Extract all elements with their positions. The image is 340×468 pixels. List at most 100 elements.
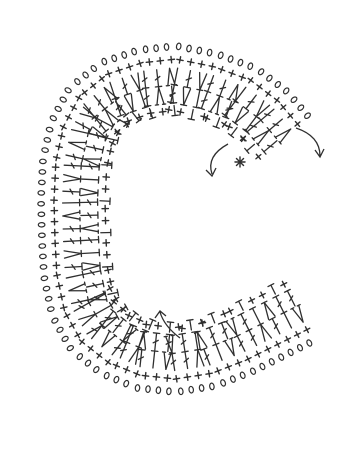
chain-stitch-loop [220, 379, 226, 387]
stitch-chain [199, 384, 204, 391]
stitch-stroke [184, 87, 190, 88]
stitch-dc [65, 152, 83, 162]
stitch-stroke [54, 157, 60, 158]
stitch-A [83, 262, 100, 270]
stitch-sc [246, 76, 255, 85]
stitch-sc [224, 363, 232, 371]
stitch-stroke [179, 333, 185, 334]
chain-stitch-loop [196, 47, 202, 54]
stitch-stroke [198, 349, 204, 366]
stitch-sc [112, 361, 120, 369]
stitch-chain [113, 376, 120, 384]
chain-stitch-loop [39, 170, 46, 175]
chain-stitch-loop [306, 339, 313, 347]
stitch-sc [126, 63, 134, 71]
stitch-chain [84, 359, 92, 367]
stitch-chain [268, 358, 275, 366]
stitch-stroke [141, 332, 147, 333]
stitch-stroke [176, 376, 177, 382]
stitch-sc [104, 251, 111, 258]
stitch-chain [209, 383, 214, 390]
stitch-chain [38, 212, 45, 217]
stitch-sc [107, 147, 115, 155]
stitch-chain [56, 326, 64, 333]
stitch-V [98, 330, 117, 350]
stitch-sc [80, 88, 89, 97]
stitch-stroke [102, 333, 115, 349]
stitch-stroke [211, 314, 215, 323]
stitch-chain [230, 375, 236, 383]
stitch-sc [164, 375, 171, 382]
stitch-chain [207, 49, 213, 56]
chain-stitch-loop [39, 159, 46, 164]
stitch-stroke [171, 56, 172, 62]
chain-stitch-loop [199, 384, 204, 391]
stitch-sc [176, 56, 184, 64]
stitch-chain [59, 96, 67, 103]
stitch-sc [205, 370, 212, 377]
stitch-sc [53, 154, 61, 162]
stitch-dc [184, 70, 194, 88]
stitch-dc [63, 225, 80, 232]
stitch-sc [133, 370, 141, 378]
stitch-stroke [184, 88, 191, 105]
stitch-A [180, 88, 190, 106]
stitch-dc [246, 329, 259, 347]
stitch-sc [173, 375, 180, 382]
chain-stitch-loop [176, 43, 182, 50]
stitch-sc [52, 229, 59, 236]
stitch-stroke [117, 289, 118, 295]
chain-stitch-loop [84, 359, 92, 367]
stitch-hdc [213, 343, 225, 361]
stitch-stroke [107, 151, 113, 152]
stitch-dc [119, 77, 130, 95]
stitch-sc [97, 74, 106, 83]
stitch-chain [38, 180, 45, 185]
stitch-stroke [190, 320, 192, 330]
stitch-stroke [164, 336, 167, 337]
stitch-chain [101, 58, 107, 66]
stitch-chain [131, 48, 137, 56]
stitch-hdc [150, 351, 158, 369]
stitch-sc [51, 197, 58, 204]
stitch-chain [82, 71, 90, 79]
stitch-dc [234, 335, 247, 353]
stitch-dc [179, 333, 188, 351]
chain-stitch-loop [38, 223, 45, 228]
stitch-sc [143, 321, 150, 328]
chain-stitch-loop [61, 335, 69, 342]
stitch-dc [152, 333, 160, 351]
chain-stitch-loop [66, 345, 74, 352]
stitch-stroke [72, 130, 89, 134]
stitch-chain [38, 202, 45, 207]
stitch-stroke [297, 305, 300, 306]
stitch-stroke [180, 88, 187, 105]
stitch-stroke [153, 333, 159, 334]
chain-stitch-loop [74, 78, 82, 86]
stitch-chain [290, 96, 298, 104]
stitch-stroke [203, 114, 204, 120]
stitch-chain [145, 386, 150, 393]
stitch-stroke [64, 175, 81, 179]
stitch-sc [165, 106, 173, 114]
stitch-sc [105, 70, 113, 78]
chain-stitch-loop [131, 48, 137, 56]
stitch-sc [195, 372, 202, 379]
stitch-sc [228, 69, 236, 77]
stitch-dc [88, 291, 106, 305]
stitch-sc [142, 372, 149, 379]
stitch-sc [214, 367, 222, 375]
stitch-sc [102, 205, 109, 212]
stitch-stroke [101, 158, 102, 161]
stitch-stroke [81, 224, 98, 228]
stitch-hdc [101, 229, 111, 236]
stitch-stroke [170, 103, 176, 104]
stitch-sc [53, 272, 61, 280]
stitch-V [223, 338, 239, 358]
chain-stitch-loop [59, 96, 67, 103]
stitch-stroke [239, 301, 243, 310]
stitch-stroke [85, 282, 86, 285]
stitch-stroke [162, 109, 163, 115]
chain-stitch-loop [209, 383, 214, 390]
stitch-sc [254, 152, 263, 161]
